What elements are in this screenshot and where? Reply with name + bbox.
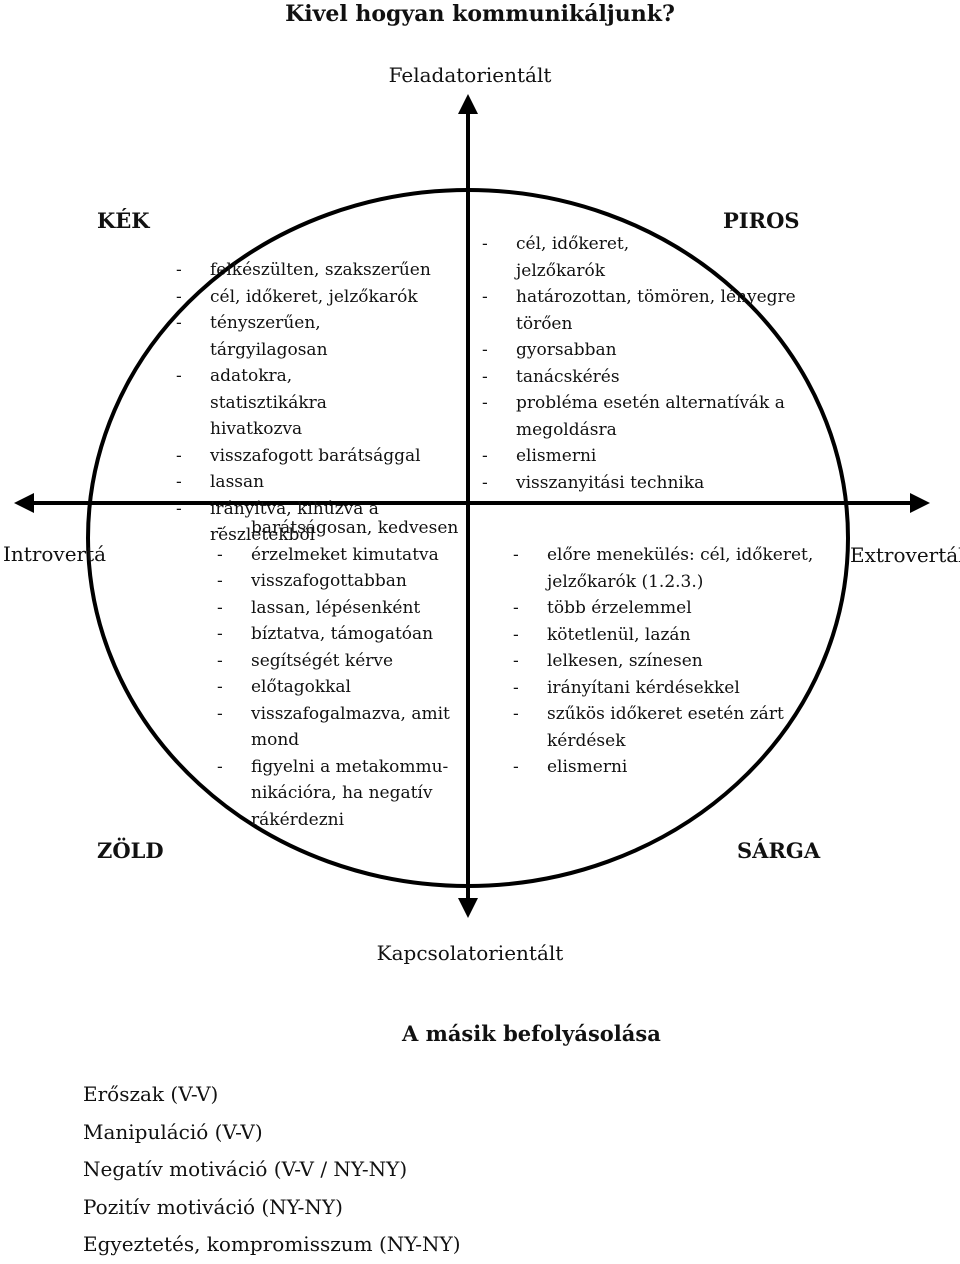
list-item: szűkös időkeret esetén zárt kérdések [509,701,809,754]
axis-label-top: Feladatorientált [388,63,552,87]
list-item: visszafogottabban [213,568,463,595]
page-title: Kivel hogyan kommunikáljunk? [285,1,675,27]
list-item: kötetlenül, lazán [509,622,829,649]
list-item: cél, időkeret, jelzőkarók [478,231,636,284]
list-item: Erőszak (V-V) [83,1082,219,1106]
list-item: felkészülten, szakszerűen [172,257,442,284]
influence-list: Erőszak (V-V) Manipuláció (V-V) Negatív … [83,1076,461,1264]
list-item: előre menekülés: cél, időkeret, jelzőkar… [509,542,829,595]
quadrant-list-sarga: előre menekülés: cél, időkeret, jelzőkar… [509,542,829,781]
influence-title: A másik befolyásolása [402,1021,661,1046]
quadrant-title-sarga: SÁRGA [737,838,821,863]
quadrant-title-kek: KÉK [97,208,150,233]
list-item: elismerni [478,443,808,470]
list-item: több érzelemmel [509,595,829,622]
list-item: tanácskérés [478,364,808,391]
quadrant-list-kek: felkészülten, szakszerűen cél, időkeret,… [172,257,442,549]
axis-label-right: Extrovertál [850,543,960,567]
list-item: Negatív motiváció (V-V / NY-NY) [83,1157,408,1181]
quadrant-list-zold: barátságosan, kedvesen érzelmeket kimuta… [213,515,463,833]
list-item: Egyeztetés, kompromisszum (NY-NY) [83,1232,461,1256]
quadrant-list-piros: cél, időkeret, jelzőkarók határozottan, … [478,231,808,496]
list-item: cél, időkeret, jelzőkarók [172,284,442,311]
list-item: előtagokkal [213,674,463,701]
list-item: adatokra, statisztikákra hivatkozva [172,363,410,443]
list-item: segítségét kérve [213,648,463,675]
axis-label-bottom: Kapcsolatorientált [376,941,564,965]
list-item: visszanyitási technika [478,470,808,497]
list-item: határozottan, tömören, lényegre törően [478,284,806,337]
list-item: visszafogott barátsággal [172,443,442,470]
axis-label-left: Introvertá [3,542,107,566]
list-item: lassan [172,469,442,496]
vertical-axis-arrow-top [458,94,478,114]
quadrant-title-zold: ZÖLD [97,838,164,863]
quadrant-title-piros: PIROS [723,208,800,233]
list-item: Pozitív motiváció (NY-NY) [83,1194,343,1219]
list-item: visszafogalmazva, amit mond [213,701,466,754]
list-item: lassan, lépésenként [213,595,463,622]
list-item: tényszerűen, tárgyilagosan [172,310,442,363]
list-item: lelkesen, színesen [509,648,829,675]
horizontal-axis-arrow-left [14,493,34,513]
list-item: probléma esetén alternatívák a megoldásr… [478,390,806,443]
list-item: figyelni a metakommu-nikációra, ha negat… [213,754,466,834]
list-item: érzelmeket kimutatva [213,542,463,569]
list-item: elismerni [509,754,829,781]
list-item: gyorsabban [478,337,808,364]
list-item: barátságosan, kedvesen [213,515,463,542]
vertical-axis-arrow-bottom [458,898,478,918]
list-item: bíztatva, támogatóan [213,621,463,648]
horizontal-axis-arrow-right [910,493,930,513]
list-item: irányítani kérdésekkel [509,675,829,702]
list-item: Manipuláció (V-V) [83,1119,263,1144]
